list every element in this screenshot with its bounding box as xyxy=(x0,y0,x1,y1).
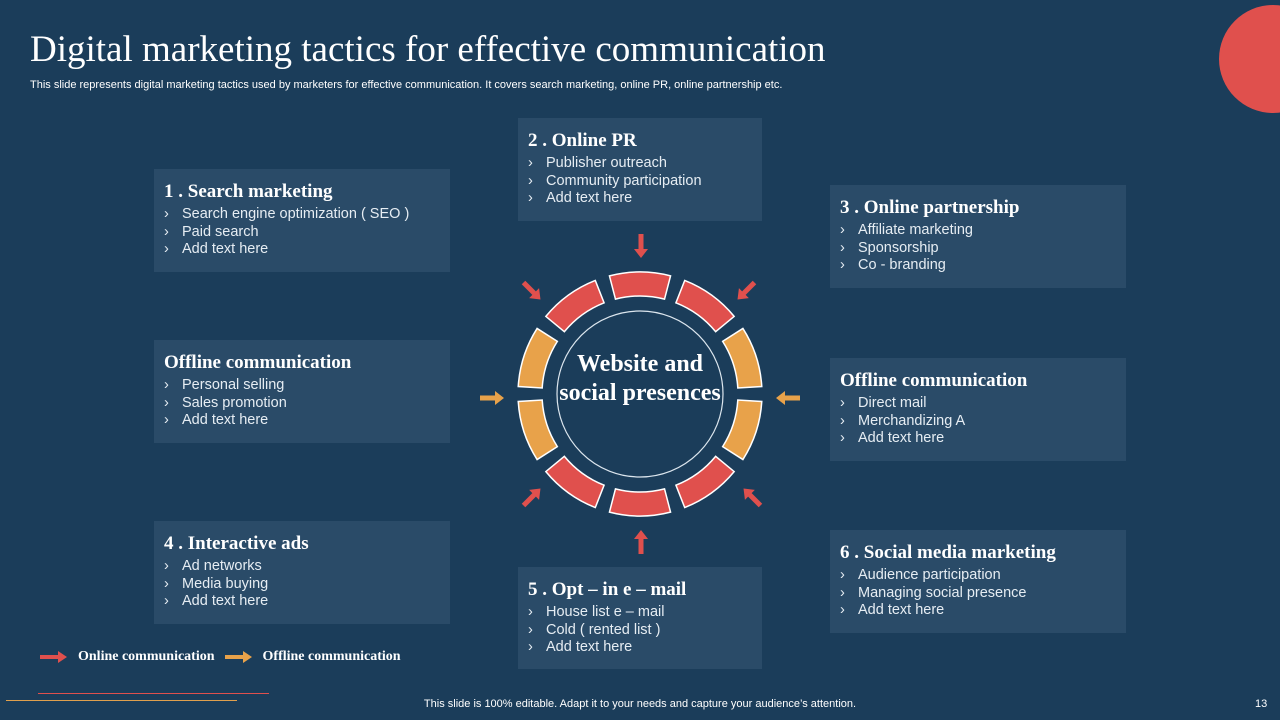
list-item: Affiliate marketing xyxy=(840,222,1116,240)
slide-subtitle: This slide represents digital marketing … xyxy=(30,79,783,91)
box-list: Audience participation Managing social p… xyxy=(840,567,1116,620)
list-item: Paid search xyxy=(164,224,440,242)
direction-arrow xyxy=(521,280,541,300)
box-offline-communication-right: Offline communication Direct mail Mercha… xyxy=(830,358,1126,461)
box-search-marketing: 1 . Search marketing Search engine optim… xyxy=(154,169,450,272)
box-title: Offline communication xyxy=(164,352,352,373)
direction-arrow xyxy=(776,391,800,405)
page-number: 13 xyxy=(1255,698,1268,710)
legend-online-label: Online communication xyxy=(78,649,215,664)
list-item: Cold ( rented list ) xyxy=(528,622,752,640)
box-list: Personal selling Sales promotion Add tex… xyxy=(164,377,440,430)
box-title: 6 . Social media marketing xyxy=(840,542,1056,563)
list-item: Add text here xyxy=(840,430,1116,448)
box-title: 5 . Opt – in e – mail xyxy=(528,579,687,600)
list-item: Merchandizing A xyxy=(840,413,1116,431)
list-item: Sales promotion xyxy=(164,395,440,413)
ring-segment xyxy=(721,327,763,389)
footer-text: This slide is 100% editable. Adapt it to… xyxy=(423,698,857,710)
online-arrow-icon xyxy=(40,651,67,663)
legend-online: Online communication xyxy=(40,649,215,665)
ring-segment xyxy=(544,279,606,333)
list-item: House list e – mail xyxy=(528,604,752,622)
list-item: Managing social presence xyxy=(840,585,1116,603)
list-item: Add text here xyxy=(528,639,752,657)
box-online-partnership: 3 . Online partnership Affiliate marketi… xyxy=(830,185,1126,288)
ring-segment xyxy=(674,455,736,509)
ring-segment xyxy=(608,271,672,301)
list-item: Add text here xyxy=(164,593,440,611)
box-list: House list e – mail Cold ( rented list )… xyxy=(528,604,752,657)
list-item: Add text here xyxy=(164,412,440,430)
center-label: Website and social presences xyxy=(559,351,721,406)
list-item: Audience participation xyxy=(840,567,1116,585)
legend-offline-label: Offline communication xyxy=(262,649,401,664)
list-item: Direct mail xyxy=(840,395,1116,413)
box-interactive-ads: 4 . Interactive ads Ad networks Media bu… xyxy=(154,521,450,624)
direction-arrow xyxy=(737,280,757,300)
list-item: Personal selling xyxy=(164,377,440,395)
box-list: Search engine optimization ( SEO ) Paid … xyxy=(164,206,440,259)
ring-segment xyxy=(608,487,672,517)
box-online-pr: 2 . Online PR Publisher outreach Communi… xyxy=(518,118,762,221)
ring-segment xyxy=(544,455,606,509)
box-opt-in-email: 5 . Opt – in e – mail House list e – mai… xyxy=(518,567,762,669)
list-item: Search engine optimization ( SEO ) xyxy=(164,206,440,224)
box-list: Ad networks Media buying Add text here xyxy=(164,558,440,611)
list-item: Ad networks xyxy=(164,558,440,576)
box-list: Direct mail Merchandizing A Add text her… xyxy=(840,395,1116,448)
direction-arrow xyxy=(521,488,541,508)
ring-segments xyxy=(517,271,763,517)
list-item: Sponsorship xyxy=(840,240,1116,258)
ring-segment xyxy=(517,327,559,389)
box-title: 2 . Online PR xyxy=(528,130,637,151)
list-item: Media buying xyxy=(164,576,440,594)
legend-offline: Offline communication xyxy=(224,649,401,665)
list-item: Community participation xyxy=(528,173,752,191)
direction-arrow xyxy=(634,530,648,554)
list-item: Add text here xyxy=(840,602,1116,620)
box-title: 3 . Online partnership xyxy=(840,197,1020,218)
direction-arrow xyxy=(480,391,504,405)
box-title: 1 . Search marketing xyxy=(164,181,333,202)
legend: Online communication Offline communicati… xyxy=(40,648,411,666)
decorative-line xyxy=(6,700,237,701)
ring-segment xyxy=(517,399,559,461)
box-list: Publisher outreach Community participati… xyxy=(528,155,752,208)
box-list: Affiliate marketing Sponsorship Co - bra… xyxy=(840,222,1116,275)
ring-segment xyxy=(721,399,763,461)
list-item: Publisher outreach xyxy=(528,155,752,173)
decorative-line xyxy=(38,693,269,694)
list-item: Co - branding xyxy=(840,257,1116,275)
slide-title: Digital marketing tactics for effective … xyxy=(30,29,826,70)
direction-arrow xyxy=(743,488,763,508)
box-social-media-marketing: 6 . Social media marketing Audience part… xyxy=(830,530,1126,633)
box-title: 4 . Interactive ads xyxy=(164,533,309,554)
inner-circle xyxy=(556,310,724,478)
direction-arrow xyxy=(634,234,648,258)
ring-segment xyxy=(674,279,736,333)
offline-arrow-icon xyxy=(224,651,252,663)
direction-arrows xyxy=(480,234,800,554)
list-item: Add text here xyxy=(164,241,440,259)
box-offline-communication-left: Offline communication Personal selling S… xyxy=(154,340,450,443)
list-item: Add text here xyxy=(528,190,752,208)
box-title: Offline communication xyxy=(840,370,1028,391)
